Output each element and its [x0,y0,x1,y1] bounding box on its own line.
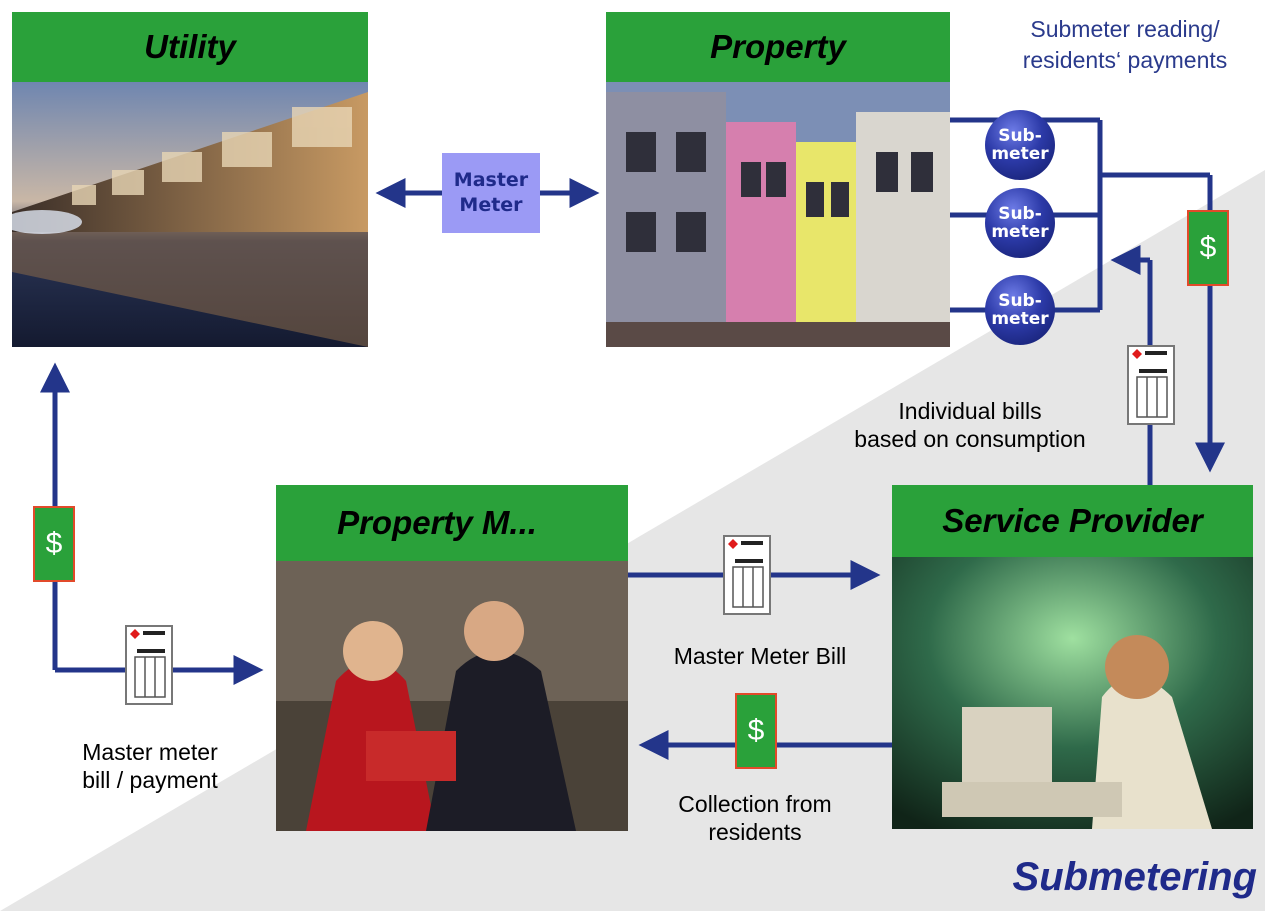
label-submeter-reading: Submeter reading/ residents‘ payments [1022,16,1228,73]
dollar-note-collection: $ [735,693,777,769]
utility-photo-dam [12,82,368,347]
bill-icon-individual [1127,345,1175,425]
property-manager-photo [276,561,628,831]
utility-header: Utility [12,12,368,82]
service-provider-header: Service Provider [892,485,1253,557]
property-photo-houses [606,82,950,347]
property-manager-label: Property M... [337,504,537,541]
label-master-meter-payment: Master meter bill / payment [82,739,218,793]
master-meter-line1: Master [453,169,529,191]
footer-title: Submetering [1012,855,1257,899]
submeter-3: Sub-meter [985,275,1055,345]
master-meter-box: Master Meter [442,153,540,233]
property-manager-header: Property M... [276,485,628,561]
bill-icon-master-meter-payment [125,625,173,705]
label-individual-bills: Individual bills based on consumption [854,398,1086,452]
property-header: Property [606,12,950,82]
dollar-note-utility: $ [33,506,75,582]
bill-icon-master-meter-bill [723,535,771,615]
label-collection-from-residents: Collection from residents [678,791,832,845]
master-meter-line2: Meter [459,194,523,216]
service-provider-photo [892,557,1253,829]
label-master-meter-bill: Master Meter Bill [673,643,847,669]
submeter-1: Sub-meter [985,110,1055,180]
dollar-note-residents: $ [1187,210,1229,286]
submeter-2: Sub-meter [985,188,1055,258]
